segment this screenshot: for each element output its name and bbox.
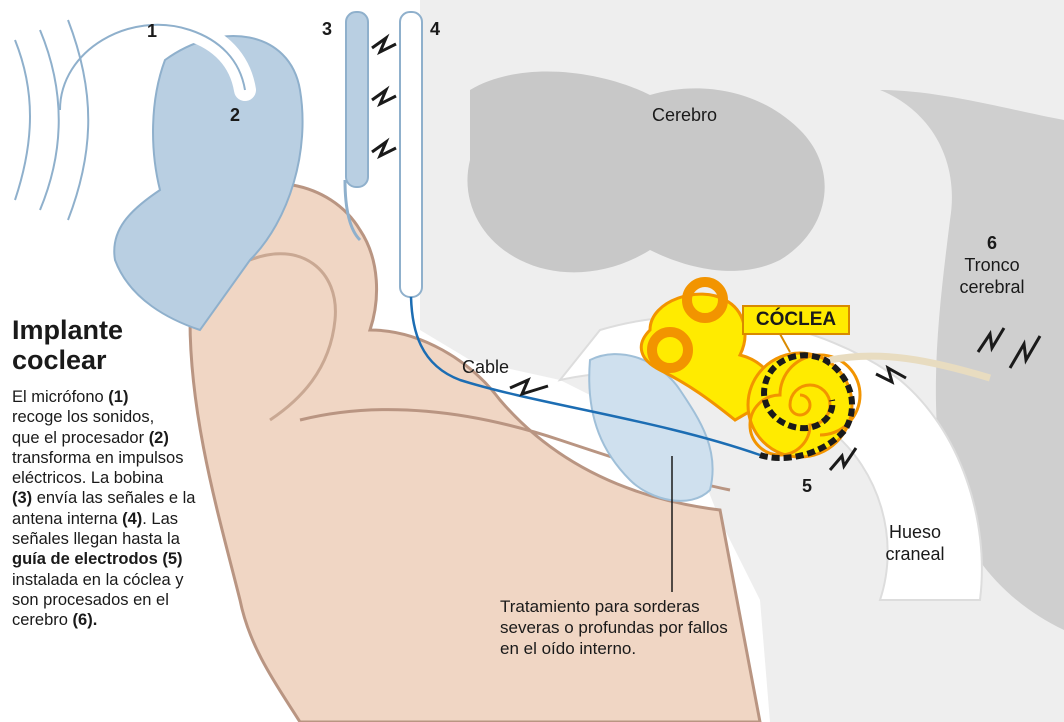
description-bold-run: (1) — [108, 388, 128, 406]
description-run: que el procesador — [12, 429, 149, 447]
description-line: cerebro (6). — [12, 610, 222, 630]
description-line: instalada en la cóclea y — [12, 570, 222, 590]
label-cerebro: Cerebro — [652, 104, 717, 126]
description-run: El micrófono — [12, 388, 108, 406]
description-line: que el procesador (2) — [12, 428, 222, 448]
description-line: recoge los sonidos, — [12, 407, 222, 427]
description-line: El micrófono (1) — [12, 387, 222, 407]
description-bold-run: (6). — [73, 611, 98, 629]
description-bold-run: guía de electrodos (5) — [12, 550, 183, 568]
panel-title-text: Implantecoclear — [12, 315, 222, 375]
description-run: cerebro — [12, 611, 73, 629]
tratamiento-line: Tratamiento para sorderas — [500, 596, 728, 617]
description-line: señales llegan hasta la — [12, 529, 222, 549]
description-run: envía las señales e la — [32, 489, 195, 507]
label-antenna-number: 4 — [430, 18, 440, 40]
label-cable: Cable — [462, 356, 509, 378]
description-run: transforma en impulsos — [12, 449, 184, 467]
label-microphone-number: 1 — [147, 20, 157, 42]
tratamiento-line: severas o profundas por fallos — [500, 617, 728, 638]
description-bold-run: (4) — [122, 510, 142, 528]
label-brainstem-number: 6 — [952, 232, 1032, 254]
description-run: son procesados en el — [12, 591, 169, 609]
panel-title-word: Implante — [12, 315, 222, 345]
label-tronco-cerebral: 6 Tronco cerebral — [952, 232, 1032, 298]
description-bold-run: (3) — [12, 489, 32, 507]
description-line: transforma en impulsos — [12, 448, 222, 468]
sound-waves — [15, 20, 88, 220]
description-line: eléctricos. La bobina — [12, 468, 222, 488]
description-run: instalada en la cóclea y — [12, 571, 184, 589]
description-run: recoge los sonidos, — [12, 408, 154, 426]
coil — [346, 12, 368, 187]
panel-description: El micrófono (1)recoge los sonidos,que e… — [12, 387, 222, 631]
label-hueso-craneal: Hueso craneal — [880, 521, 950, 565]
description-run: antena interna — [12, 510, 122, 528]
panel-title-word: coclear — [12, 345, 222, 375]
description-line: son procesados en el — [12, 590, 222, 610]
label-hueso-line1: Hueso — [880, 521, 950, 543]
label-processor-number: 2 — [230, 104, 240, 126]
label-coil-number: 3 — [322, 18, 332, 40]
label-electrode-number: 5 — [802, 475, 812, 497]
label-tronco-line1: Tronco — [952, 254, 1032, 276]
description-run: eléctricos. La bobina — [12, 469, 163, 487]
label-tratamiento: Tratamiento para sorderas severas o prof… — [500, 596, 728, 659]
coclea-callout: CÓCLEA — [742, 305, 850, 335]
panel-title: Implantecoclear — [12, 315, 222, 375]
description-run: . Las — [142, 510, 178, 528]
label-tronco-line2: cerebral — [952, 276, 1032, 298]
description-line: antena interna (4). Las — [12, 509, 222, 529]
description-run: señales llegan hasta la — [12, 530, 180, 548]
tratamiento-line: en el oído interno. — [500, 638, 728, 659]
info-panel: Implantecoclear El micrófono (1)recoge l… — [12, 315, 222, 631]
label-hueso-line2: craneal — [880, 543, 950, 565]
internal-antenna — [400, 12, 422, 297]
description-bold-run: (2) — [149, 429, 169, 447]
description-line: guía de electrodos (5) — [12, 549, 222, 569]
description-line: (3) envía las señales e la — [12, 488, 222, 508]
